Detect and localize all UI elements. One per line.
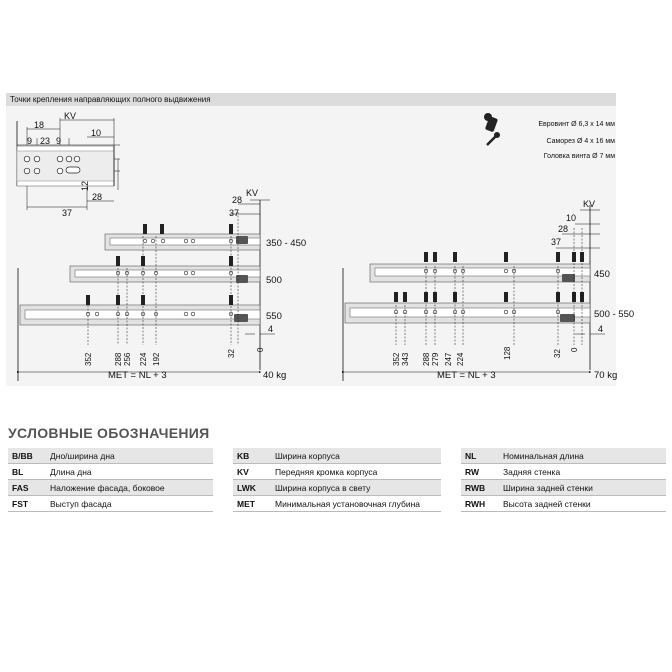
- screw-label-3: Головка винта Ø 7 мм: [544, 153, 615, 160]
- legend-text: Ширина задней стенки: [499, 479, 666, 496]
- legend-text: Дно/ширина дна: [46, 448, 213, 464]
- legend-text: Передняя кромка корпуса: [271, 463, 441, 480]
- right-met: MET = NL + 3: [437, 370, 496, 381]
- legend-text: Выступ фасада: [46, 495, 213, 512]
- right-bottom-32: 32: [553, 349, 562, 358]
- legend-text: Задняя стенка: [499, 463, 666, 480]
- right-bottom-343: 343: [401, 352, 410, 366]
- right-bottom-352: 352: [392, 352, 401, 366]
- legend-text: Ширина корпуса: [271, 448, 441, 464]
- dim-37: 37: [62, 208, 72, 218]
- legend-text: Номинальная длина: [499, 448, 666, 464]
- left-bottom-224: 224: [139, 352, 148, 366]
- legend-text: Наложение фасада, боковое: [46, 479, 213, 496]
- left-bottom-352: 352: [84, 352, 93, 366]
- dim-28: 28: [92, 192, 102, 202]
- left-bottom-288: 288: [114, 352, 123, 366]
- dim-23: 23: [40, 136, 50, 146]
- right-bottom-224: 224: [456, 352, 465, 366]
- right-dim-4: 4: [598, 324, 603, 334]
- left-height-1: 350 - 450: [266, 238, 306, 249]
- legend-abbr: RWB: [461, 479, 499, 496]
- left-diagram: 28 KV 37 350 - 450 500 550 4 352 288 256…: [16, 188, 306, 381]
- dim-9b: 9: [56, 136, 61, 146]
- right-bottom-279: 279: [431, 352, 440, 366]
- legend-abbr: RWH: [461, 495, 499, 512]
- legend-abbr: B/BB: [8, 448, 46, 464]
- right-dim-kv: KV: [583, 199, 595, 209]
- right-height-1: 450: [594, 269, 610, 280]
- left-height-3: 550: [266, 311, 282, 322]
- left-met: MET = NL + 3: [108, 370, 167, 381]
- legend-text: Минимальная установочная глубина: [271, 495, 441, 512]
- right-diagram: KV 10 28 37 450 500 - 550 4 352 343 288 …: [341, 199, 634, 381]
- left-bottom-192: 192: [152, 352, 161, 366]
- right-bottom-288: 288: [422, 352, 431, 366]
- legend-abbr: KV: [233, 463, 271, 480]
- dim-kv: KV: [64, 111, 76, 121]
- right-bottom-128: 128: [503, 346, 512, 360]
- dim-9a: 9: [27, 136, 32, 146]
- left-bottom-256: 256: [123, 352, 132, 366]
- left-bottom-0: 0: [256, 347, 265, 352]
- screw-label-2: Саморез Ø 4 x 16 мм: [546, 138, 615, 145]
- detail-drawing: 18 KV 10 9 23 9 12 37 28: [16, 111, 120, 218]
- right-bottom-247: 247: [444, 352, 453, 366]
- left-load: 40 kg: [263, 370, 286, 381]
- left-height-2: 500: [266, 275, 282, 286]
- left-dim-28: 28: [232, 195, 242, 205]
- right-dim-37: 37: [551, 237, 561, 247]
- wood-screw-icon: [486, 132, 500, 146]
- legend-title: УСЛОВНЫЕ ОБОЗНАЧЕНИЯ: [8, 425, 210, 441]
- legend-abbr: FST: [8, 495, 46, 512]
- legend-abbr: KB: [233, 448, 271, 464]
- legend-text: Ширина корпуса в свету: [271, 479, 441, 496]
- legend-abbr: RW: [461, 463, 499, 480]
- legend-abbr: BL: [8, 463, 46, 480]
- dim-18: 18: [34, 120, 44, 130]
- dim-12: 12: [80, 181, 90, 191]
- legend-abbr: NL: [461, 448, 499, 464]
- right-height-2: 500 - 550: [594, 309, 634, 320]
- screw-label-1: Евровинт Ø 6,3 x 14 мм: [538, 121, 615, 128]
- right-dim-10: 10: [566, 213, 576, 223]
- panel-title: Точки крепления направляющих полного выд…: [6, 93, 616, 106]
- left-dim-4: 4: [268, 324, 273, 334]
- left-dim-37: 37: [229, 208, 239, 218]
- right-dim-28: 28: [558, 224, 568, 234]
- right-bottom-0: 0: [570, 347, 579, 352]
- left-bottom-32: 32: [227, 349, 236, 358]
- screw-legend: Евровинт Ø 6,3 x 14 мм Саморез Ø 4 x 16 …: [484, 113, 615, 160]
- legend-abbr: LWK: [233, 479, 271, 496]
- right-load: 70 kg: [594, 370, 617, 381]
- legend-text: Длина дна: [46, 463, 213, 480]
- legend-text: Высота задней стенки: [499, 495, 666, 512]
- left-dim-kv: KV: [246, 188, 258, 198]
- euro-screw-icon: [484, 113, 498, 132]
- legend-abbr: FAS: [8, 479, 46, 496]
- dim-10: 10: [91, 128, 101, 138]
- legend-abbr: MET: [233, 495, 271, 512]
